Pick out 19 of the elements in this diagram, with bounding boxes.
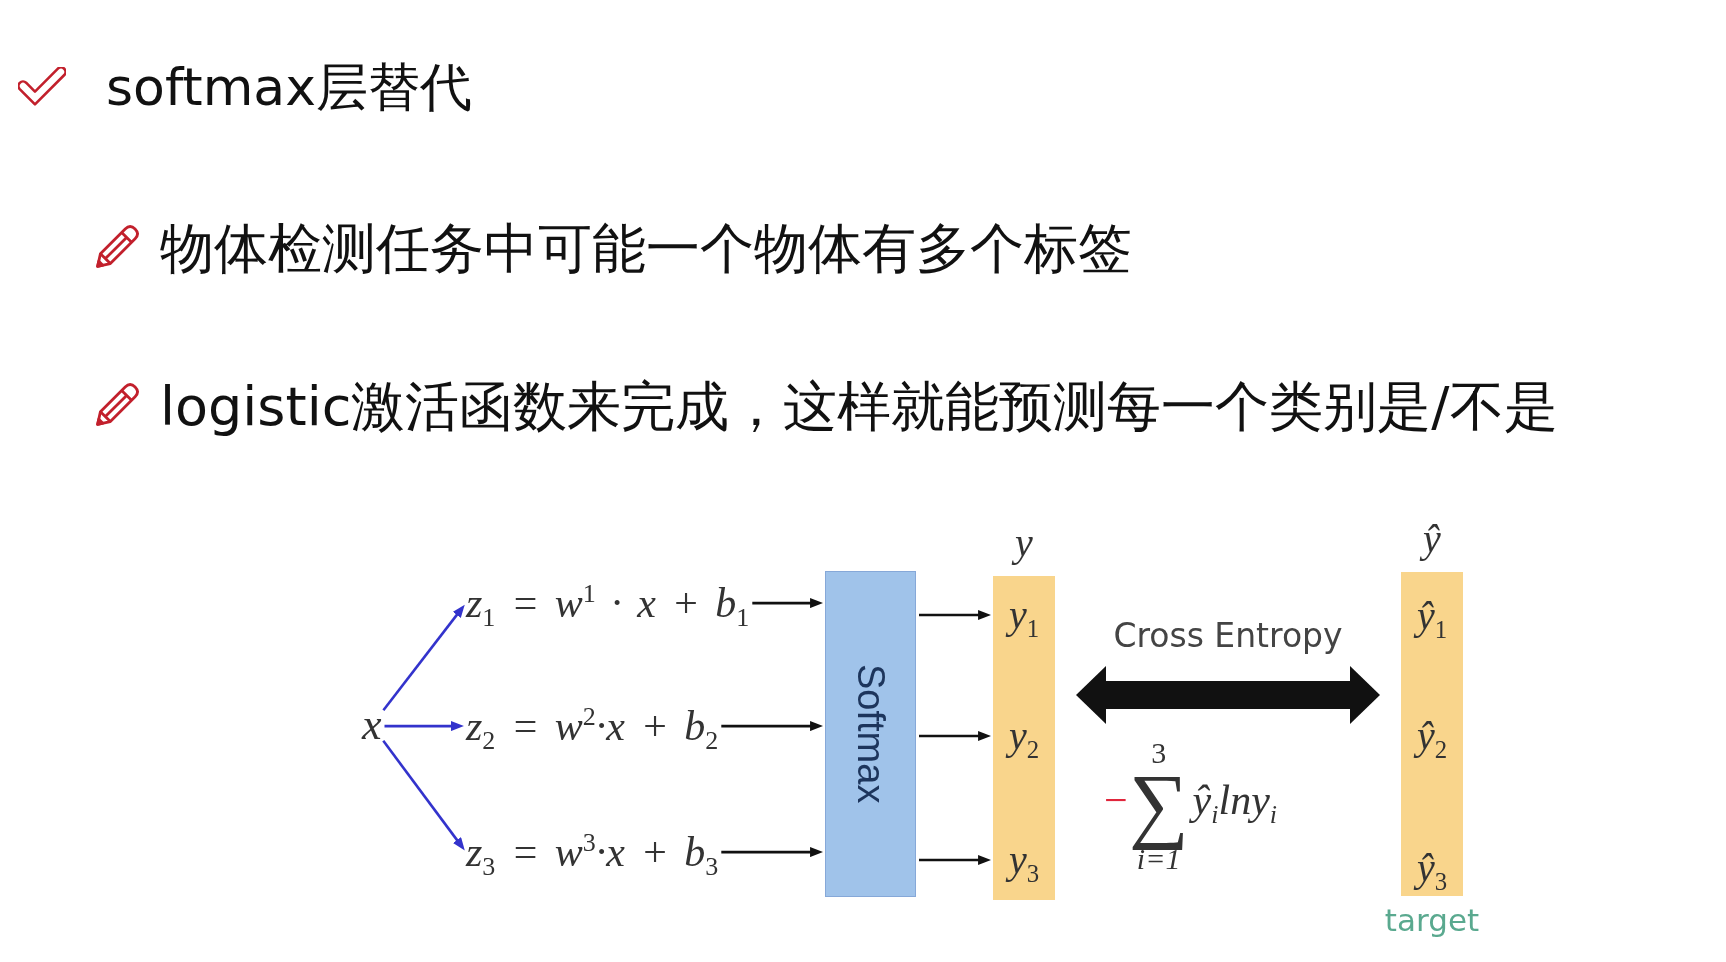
linear-equation: z$_{3}$ = w$^{3}$·x + b$_{3}$ — [466, 829, 719, 876]
linear-equation: z$_{1}$ = w$^{1}$ · x + b$_{1}$ — [466, 580, 750, 627]
softmax-layer-box: Softmax — [825, 571, 916, 897]
caption-label: target — [1384, 902, 1480, 938]
arrow — [384, 721, 464, 732]
double-arrow — [1076, 666, 1380, 724]
slide-title: softmax层替代 — [106, 56, 472, 118]
linear-equation: z$_{2}$ = w$^{2}$·x + b$_{2}$ — [466, 703, 719, 750]
arrow — [752, 598, 824, 609]
arrow — [919, 731, 992, 741]
arrow — [721, 721, 824, 732]
arrow — [382, 740, 465, 851]
arrow — [721, 847, 824, 858]
arrow — [382, 604, 465, 711]
bullet-text: 物体检测任务中可能一个物体有多个标签 — [160, 218, 1132, 280]
bullet-text: logistic激活函数来完成，这样就能预测每一个类别是/不是 — [160, 376, 1558, 438]
arrow — [919, 610, 992, 620]
input-variable: x — [362, 701, 382, 750]
arrow — [919, 855, 992, 865]
